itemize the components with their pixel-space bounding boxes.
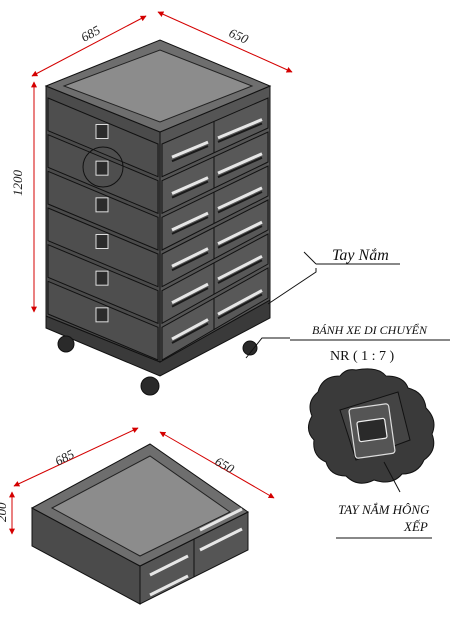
detail-scale-label: NR ( 1 : 7 )	[330, 349, 395, 364]
dim-label-width: 685	[78, 22, 103, 45]
side-handle-label-line1: TAY NẮM HÔNG	[338, 502, 430, 517]
drawer-front-right	[161, 97, 269, 178]
tall-cabinet	[44, 39, 272, 396]
drawer-handle	[95, 234, 109, 249]
low-drawer-pull	[149, 574, 189, 597]
handle-callout: Tay Nắm	[267, 247, 400, 305]
low-drawer-pull	[149, 554, 189, 577]
drawer-pull-slot	[171, 318, 209, 341]
wheel-callout: BÁNH XE DI CHUYỂN NR ( 1 : 7 )	[245, 322, 450, 364]
drawer-pull-shadow	[171, 180, 209, 199]
drawer-front-right	[161, 267, 269, 361]
drawer-pull-shadow	[171, 145, 209, 163]
dim-line-depth	[157, 11, 293, 73]
drawer-handle	[95, 307, 109, 323]
drawer-pull-shadow	[217, 259, 263, 284]
drawer-pull-shadow	[217, 190, 263, 214]
drawer-front-right	[161, 165, 269, 251]
drawer-pull-slot	[171, 140, 209, 159]
detail-view: TAY NẮM HÔNG XẾP	[308, 368, 435, 539]
drawer-pull-slot	[217, 289, 263, 316]
drawer-pull-shadow	[171, 251, 209, 272]
drawer-pull-shadow	[171, 216, 209, 235]
dim-label-height: 1200	[10, 170, 25, 197]
drawer-front-right	[161, 131, 269, 215]
low-drawer-pull	[199, 527, 243, 552]
dim-line-low-depth	[159, 431, 275, 499]
drawer-pull-shadow	[171, 287, 209, 308]
drawer-front-right	[161, 233, 269, 325]
drawer-handle	[95, 270, 109, 286]
drawer-handle	[95, 160, 109, 176]
detail-marker-circle	[82, 146, 124, 188]
side-handle-grip	[356, 417, 388, 443]
drawer-pull-slot	[171, 282, 209, 304]
drawer-pull-slot	[217, 254, 263, 281]
side-handle-label-line2: XẾP	[403, 519, 428, 534]
drawer-pull-shadow	[217, 293, 263, 320]
wheel	[57, 335, 75, 353]
dim-label-low-depth: 650	[213, 454, 238, 477]
handle-label: Tay Nắm	[332, 247, 389, 264]
dim-label-depth: 650	[227, 25, 251, 47]
drawer-pull-slot	[217, 186, 263, 210]
drawer-handle	[95, 197, 109, 213]
drawer-pull-slot	[171, 176, 209, 195]
low-cabinet-drawer-fronts	[149, 507, 243, 597]
drawer-pull-slot	[217, 118, 263, 140]
wheel-leader	[245, 337, 290, 359]
wheel	[242, 340, 258, 356]
side-handle-leader	[383, 461, 401, 493]
handle-leader	[267, 268, 317, 305]
dim-line-low-width	[13, 427, 139, 487]
drawer-pull-slot	[171, 211, 209, 232]
dim-label-low-width: 685	[52, 446, 77, 469]
drawer-pull-shadow	[217, 225, 263, 249]
wheel-label: BÁNH XE DI CHUYỂN	[312, 322, 428, 337]
drawer-pull-slot	[217, 152, 263, 175]
drawer-pull-shadow	[217, 156, 263, 179]
drawer-fronts-left	[47, 97, 159, 361]
low-drawer-pull	[199, 507, 243, 532]
drawer-pull-slot	[217, 220, 263, 246]
drawer-pull-shadow	[217, 122, 263, 143]
dim-line-width	[31, 15, 147, 77]
wheel	[140, 376, 160, 396]
drawer-fronts-right	[161, 97, 269, 361]
drawer-handle	[95, 124, 109, 139]
handle-arrow	[303, 251, 317, 265]
drawer-pull-slot	[171, 247, 209, 268]
drawer-front-right	[161, 199, 269, 288]
drawer-pull-shadow	[171, 322, 209, 344]
dim-label-low-height: 200	[0, 502, 9, 522]
